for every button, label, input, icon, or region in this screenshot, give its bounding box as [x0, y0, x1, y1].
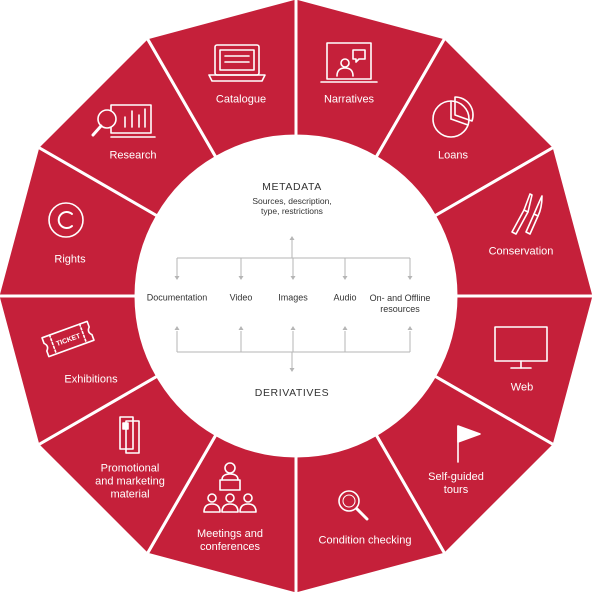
brochure-icon	[119, 416, 140, 454]
connector-arrow	[290, 326, 296, 330]
connector-arrow	[407, 276, 413, 280]
column-video: Video	[229, 292, 253, 303]
connector-arrow	[407, 326, 413, 330]
magnifier-icon	[338, 490, 369, 521]
connector-arrow	[289, 236, 295, 240]
presentation-screen-icon	[320, 42, 378, 83]
monitor-icon	[494, 326, 548, 369]
column-images: Images	[278, 292, 308, 303]
connector-arrow	[174, 326, 180, 330]
connector-arrow	[238, 276, 244, 280]
segment-label-meetings: Meetings and conferences	[196, 528, 264, 553]
column-documentation: Documentation	[146, 292, 208, 303]
connector-arrow	[289, 368, 295, 372]
segment-label-self-guided-tours: Self-guided tours	[428, 471, 484, 496]
segment-label-rights: Rights	[54, 253, 86, 266]
derivatives-title: DERIVATIVES	[254, 387, 330, 399]
connector-arrow	[342, 326, 348, 330]
metadata-title: METADATA	[262, 181, 322, 193]
connector-arrow	[342, 276, 348, 280]
segment-label-research: Research	[109, 149, 157, 162]
audience-icon	[203, 462, 257, 513]
center-connectors	[176, 240, 411, 368]
segment-label-catalogue: Catalogue	[215, 93, 267, 106]
metadata-subtitle: Sources, description, type, restrictions	[252, 196, 332, 216]
brushes-icon	[511, 193, 543, 235]
pie-chart-icon	[432, 96, 474, 138]
connector-arrow	[174, 276, 180, 280]
magnifier-chart-icon	[91, 104, 156, 138]
center-disk	[137, 137, 455, 455]
segment-label-narratives: Narratives	[323, 93, 375, 106]
connector-arrow	[238, 326, 244, 330]
connector-arrow	[290, 276, 296, 280]
segment-label-conservation: Conservation	[488, 245, 554, 258]
flag-icon	[457, 425, 481, 463]
segment-label-web: Web	[510, 381, 534, 394]
segment-label-condition-checking: Condition checking	[318, 534, 412, 547]
segment-label-exhibitions: Exhibitions	[64, 373, 118, 386]
column-audio: Audio	[333, 292, 357, 303]
laptop-icon	[208, 44, 266, 82]
copyright-icon	[48, 202, 84, 238]
segment-label-promotional: Promotional and marketing material	[95, 462, 165, 501]
segment-label-loans: Loans	[438, 149, 468, 162]
column-online-offline-resources: On- and Offline resources	[369, 293, 431, 314]
segment-research	[145, 0, 298, 159]
